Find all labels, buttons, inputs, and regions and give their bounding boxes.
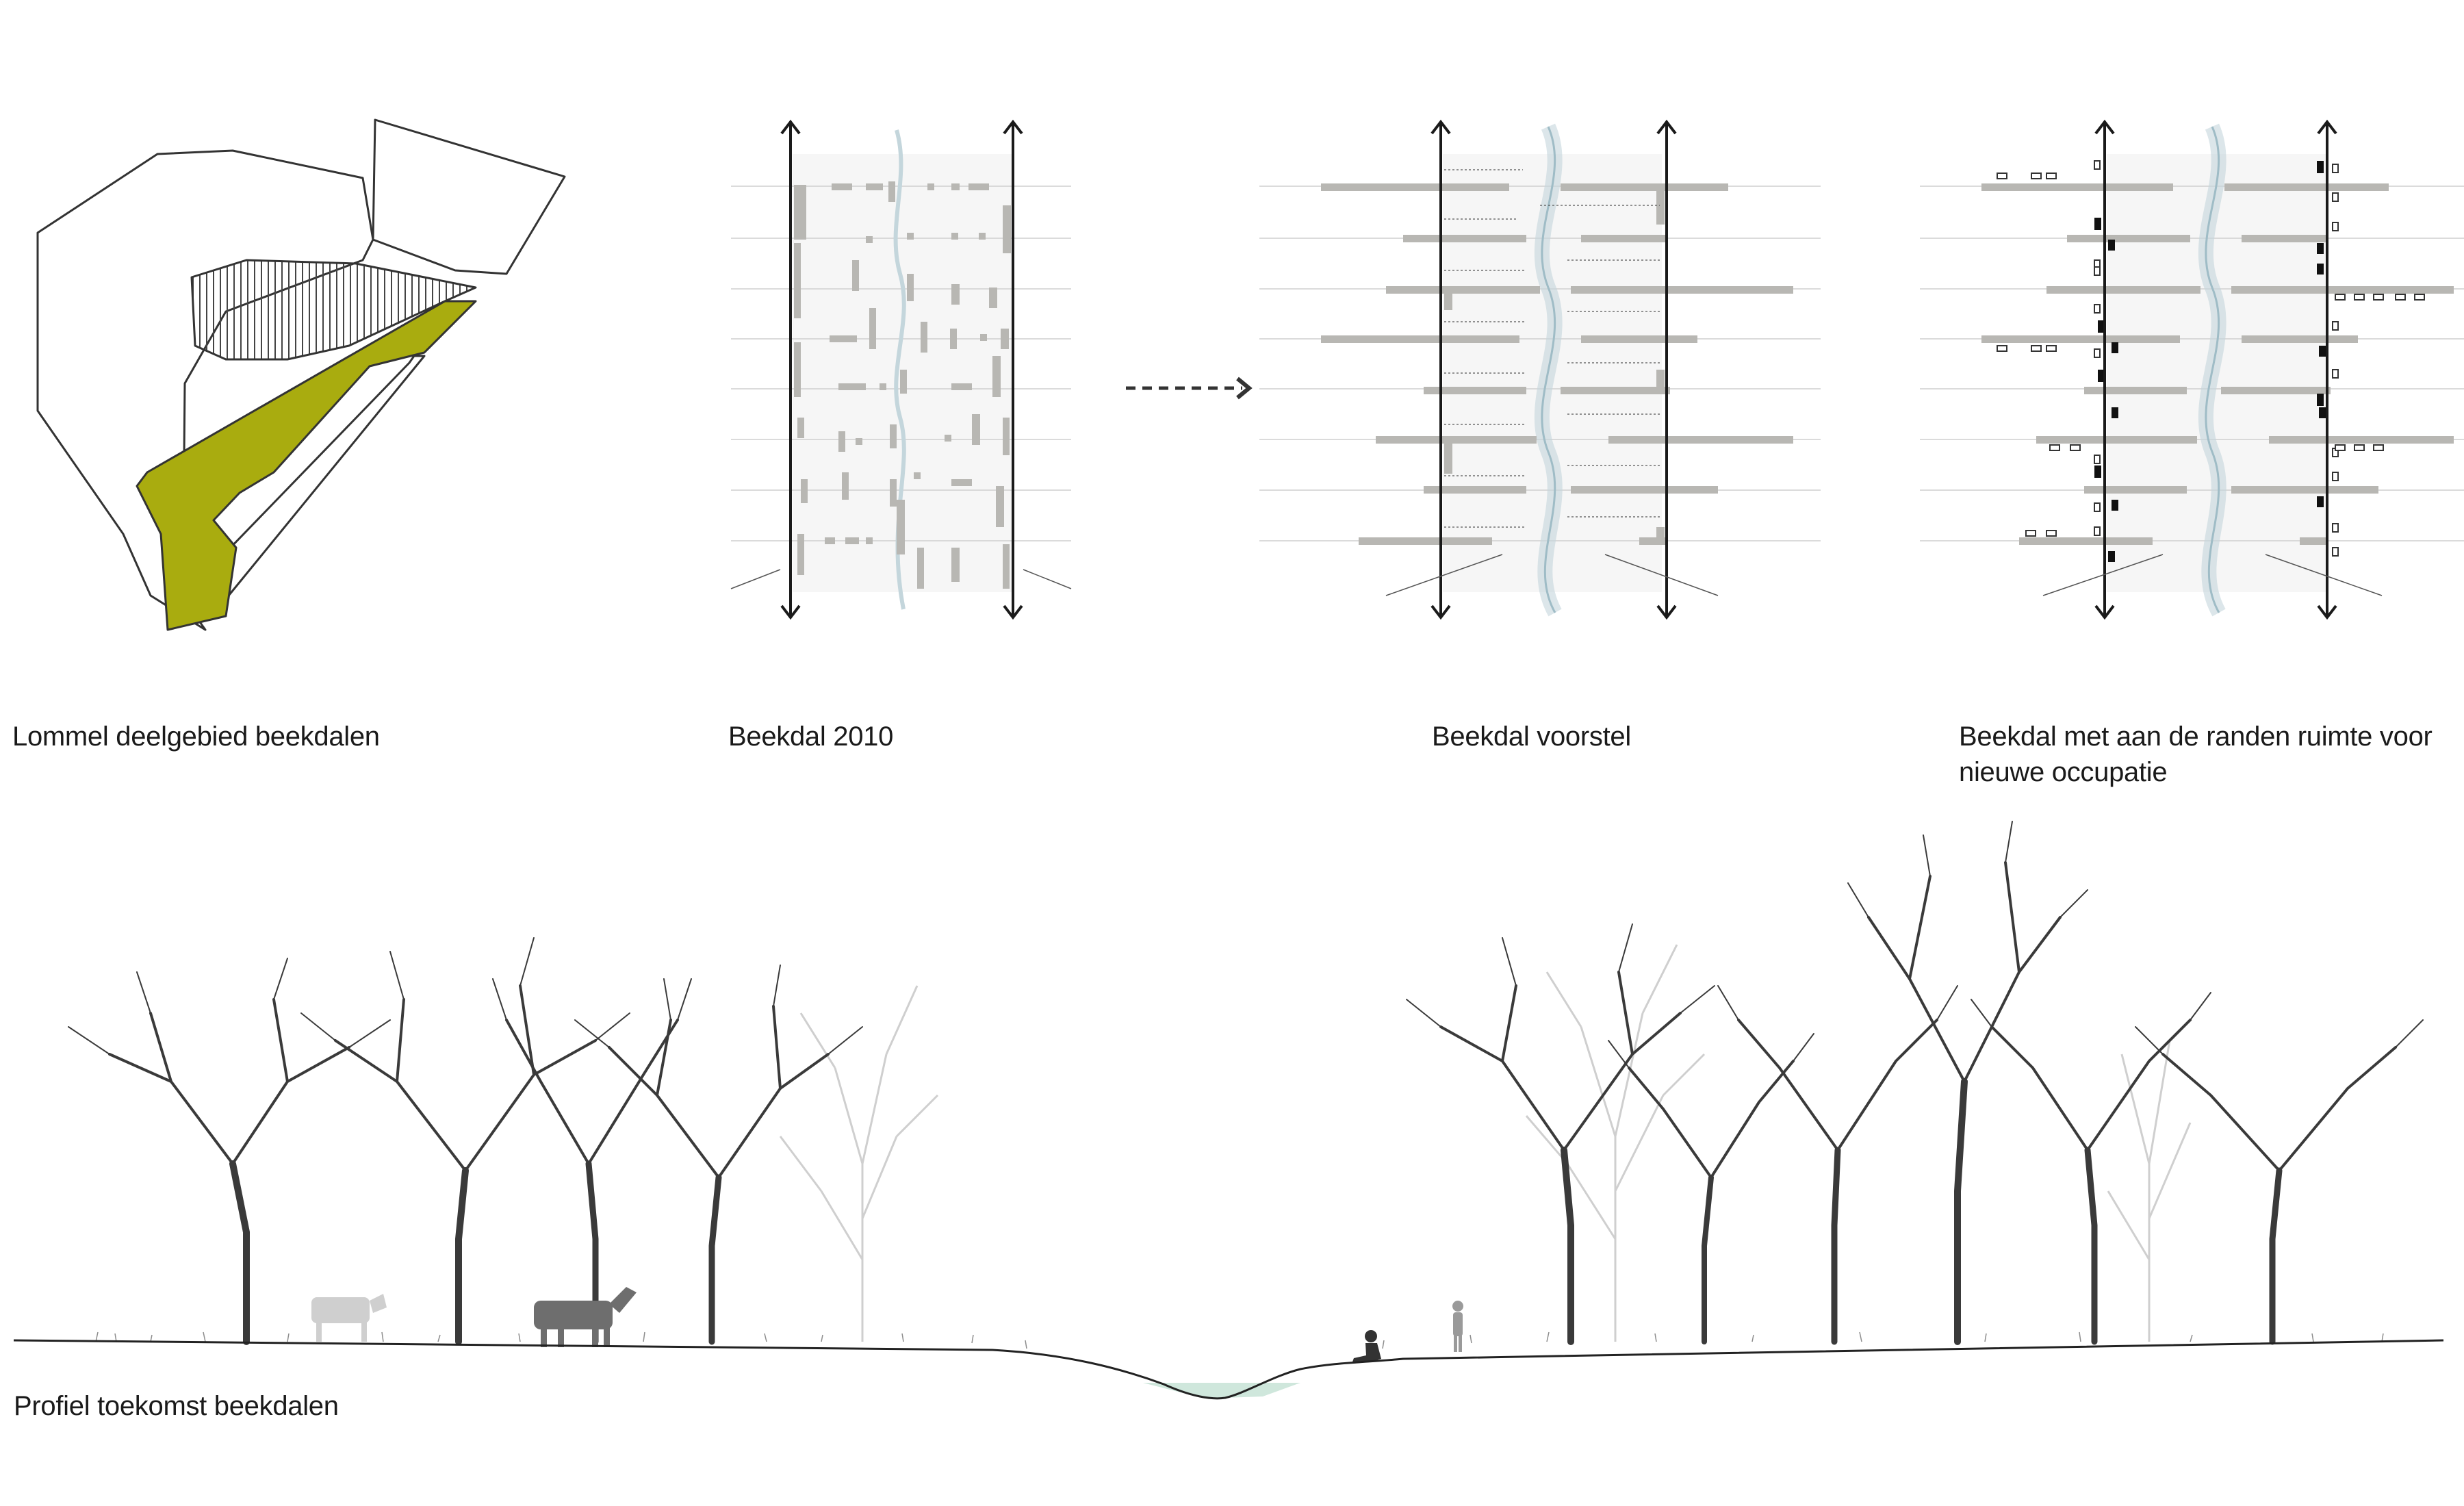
new-occupation-blocks xyxy=(2094,161,2326,562)
map-outline-north xyxy=(372,118,566,275)
diagram-beekdal-2010 xyxy=(730,119,1072,620)
parcel-bars xyxy=(794,181,1011,589)
stream-water xyxy=(1143,1383,1300,1399)
horse-silhouette xyxy=(534,1287,637,1347)
caption-beekdal-voorstel: Beekdal voorstel xyxy=(1432,722,1631,752)
background-trees xyxy=(779,944,2192,1342)
caption-profiel: Profiel toekomst beekdalen xyxy=(14,1391,339,1421)
cow-silhouette-faded xyxy=(311,1294,387,1342)
map-hatched-zone xyxy=(190,259,477,361)
grass xyxy=(95,1331,2384,1349)
site-map xyxy=(36,118,566,631)
person-standing xyxy=(1452,1301,1463,1352)
diagram-beekdal-occupatie xyxy=(1920,119,2464,620)
profile-section xyxy=(13,821,2444,1400)
caption-beekdal-2010: Beekdal 2010 xyxy=(728,722,894,752)
person-sitting xyxy=(1352,1330,1381,1364)
ground-profile-line xyxy=(13,1339,2444,1400)
dashed-arrow-right-icon xyxy=(1126,376,1253,400)
caption-map: Lommel deelgebied beekdalen xyxy=(12,722,380,752)
diagram-beekdal-voorstel xyxy=(1259,119,1821,620)
caption-beekdal-occupatie: Beekdal met aan de randen ruimte voor ni… xyxy=(1959,722,2433,787)
axis-arrows xyxy=(780,119,1023,620)
valley-highlight-zone xyxy=(136,300,477,631)
trees xyxy=(68,821,2424,1345)
new-occupation-outlines xyxy=(1997,160,2425,557)
